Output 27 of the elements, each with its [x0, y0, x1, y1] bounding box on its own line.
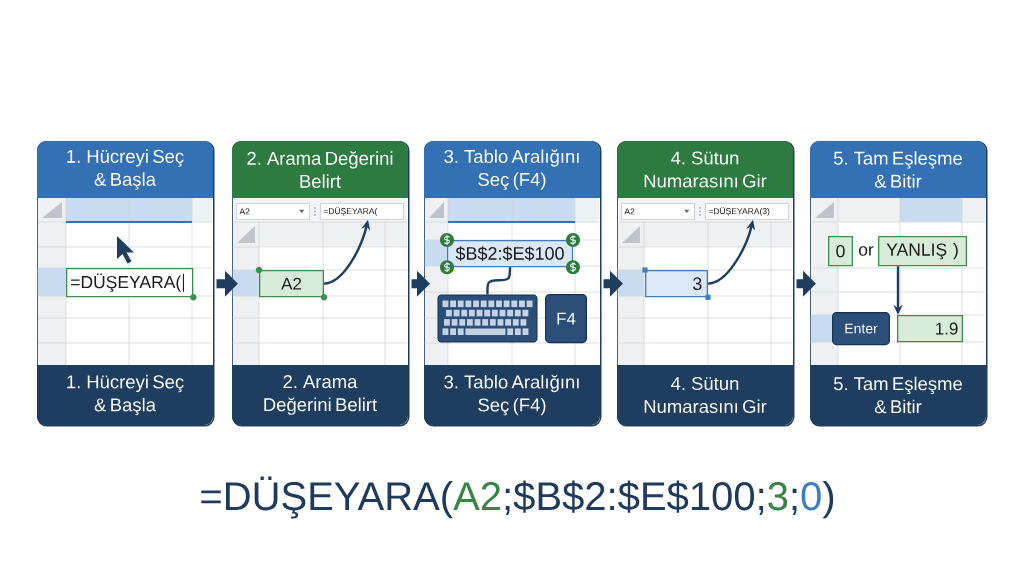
- card-header: 2. Arama Değerini Belirt: [232, 141, 408, 198]
- card-header: 1. Hücreyi Seç & Başla: [37, 141, 213, 198]
- formula-text: =DÜŞEYARA(A2;$B$2:$E$100;3;0): [201, 476, 834, 519]
- value-cell: YANLIŞ ): [878, 236, 967, 267]
- card-footer: 3. Tablo Aralığını Seç (F4): [424, 365, 600, 425]
- value-cell: 0: [828, 236, 853, 267]
- name-box: A2: [236, 203, 310, 220]
- option-text: or: [858, 246, 874, 256]
- formula-cell: =DÜŞEYARA(: [66, 268, 194, 298]
- formula-input: =DÜŞEYARA(: [320, 203, 404, 220]
- keyboard-icon: [437, 294, 538, 343]
- card-footer: 2. Arama Değerini Belirt: [232, 365, 408, 425]
- card-header: 3. Tablo Aralığını Seç (F4): [424, 141, 600, 198]
- keyboard-key: F4: [545, 294, 587, 344]
- card-footer: 4. Sütun Numarasını Gir: [617, 365, 793, 425]
- selected-cell: A2: [259, 270, 324, 298]
- card-header: 4. Sütun Numarasını Gir: [617, 141, 793, 198]
- result-cell: 1.9: [897, 315, 963, 343]
- card-header: 5. Tam Eşleşme & Bitir: [810, 141, 986, 198]
- keyboard-key: Enter: [832, 312, 890, 346]
- formula-input: =DÜŞEYARA(3): [705, 203, 789, 220]
- name-box: A2: [621, 203, 695, 220]
- card-footer: 5. Tam Eşleşme & Bitir: [810, 365, 986, 425]
- selected-cell: 3: [645, 270, 708, 298]
- card-footer: 1. Hücreyi Seç & Başla: [37, 365, 213, 425]
- range-cell: $B$2:$E$100: [447, 240, 573, 268]
- wavy-line: [486, 267, 512, 295]
